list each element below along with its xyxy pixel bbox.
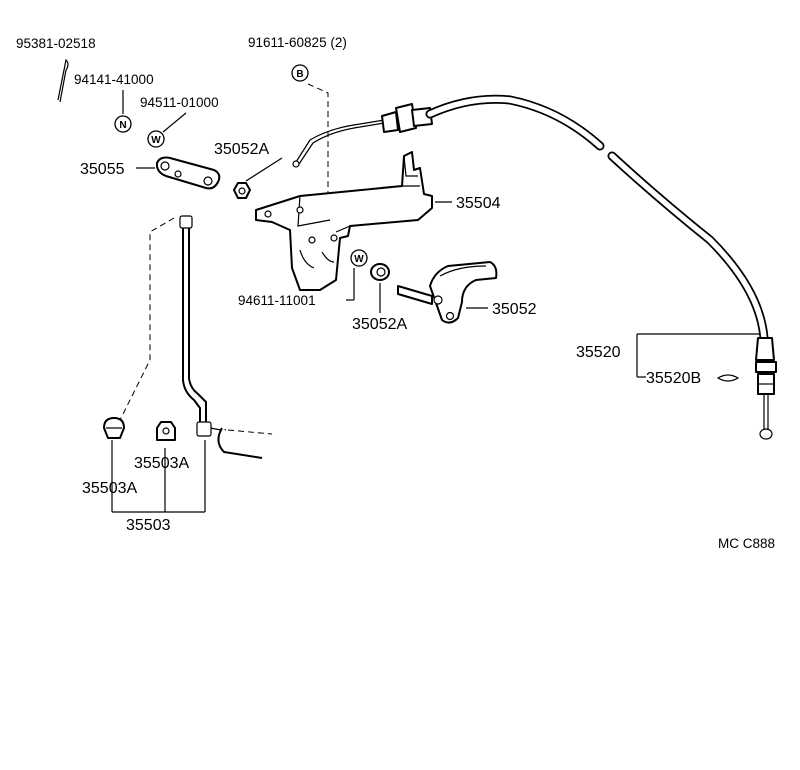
label-35520: 35520 — [576, 344, 621, 361]
w-badge-icon: W — [147, 130, 165, 148]
label-35052a-bottom: 35052A — [352, 316, 407, 333]
diagram-code: MC C888 — [718, 536, 775, 551]
label-35503a-left: 35503A — [82, 480, 137, 497]
plate-35055-icon — [155, 156, 221, 190]
label-35520b: 35520B — [646, 370, 701, 387]
bushing-35052a-bottom-icon — [370, 263, 390, 281]
bushing-35503a-right-icon — [156, 421, 176, 441]
nut-35052a-top-icon — [233, 182, 251, 199]
svg-text:B: B — [296, 69, 303, 80]
svg-text:W: W — [151, 135, 161, 146]
label-35052a-top: 35052A — [214, 141, 269, 158]
label-91611-60825: 91611-60825 (2) — [248, 35, 347, 50]
label-35503: 35503 — [126, 517, 171, 534]
inner-cable-icon — [292, 119, 385, 168]
bushing-35503a-left-icon — [103, 417, 125, 439]
label-94141-41000: 94141-41000 — [74, 72, 154, 87]
w-washer-badge-icon: W — [350, 249, 368, 267]
label-95381-02518: 95381-02518 — [16, 36, 96, 51]
leader-lines — [111, 90, 760, 513]
label-94611-11001: 94611-11001 — [238, 293, 316, 308]
part-labels: 95381-02518 94141-41000 94511-01000 9161… — [16, 35, 775, 551]
label-35503a-right: 35503A — [134, 455, 189, 472]
svg-text:N: N — [119, 120, 126, 131]
dashed-alignment-lines — [119, 83, 329, 421]
svg-text:W: W — [354, 254, 364, 265]
bracket-35504-icon — [255, 151, 433, 291]
label-94511-01000: 94511-01000 — [140, 95, 219, 110]
label-35052: 35052 — [492, 301, 537, 318]
label-35504: 35504 — [456, 195, 501, 212]
b-badge-icon: B — [291, 64, 309, 82]
cotter-pin-icon — [57, 58, 69, 103]
cable-assembly-icon — [381, 94, 777, 440]
n-badge-icon: N — [114, 115, 132, 133]
label-35055: 35055 — [80, 161, 125, 178]
shift-rod-icon — [179, 215, 273, 459]
lever-35052-icon — [397, 261, 498, 324]
